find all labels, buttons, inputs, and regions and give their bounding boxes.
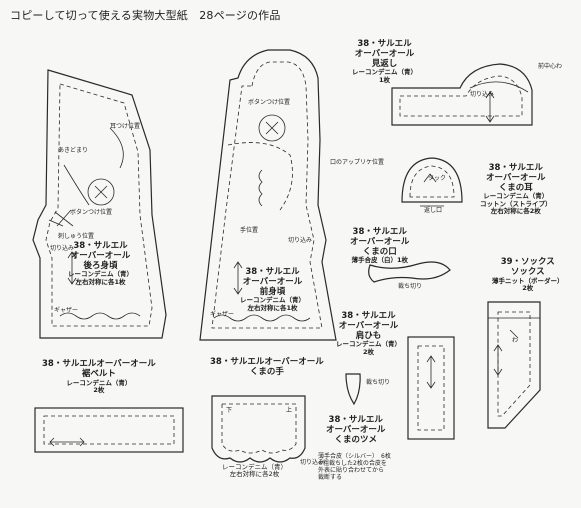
- front-applique: 口のアップリケ位置: [330, 159, 385, 166]
- front-label-1: 38・サルエル: [245, 267, 300, 277]
- nail-note-3: 裁断する: [318, 473, 343, 481]
- strap-qty: 2枚: [362, 347, 375, 356]
- back-button-pos: ボタンつけ位置: [70, 209, 113, 216]
- socks-label-2: ソックス: [510, 266, 545, 277]
- front-label-2: オーバーオール: [242, 276, 303, 287]
- socks-qty: 2枚: [522, 284, 534, 292]
- back-label-2: オーバーオール: [70, 250, 131, 261]
- facing-label-2: オーバーオール: [354, 48, 415, 59]
- nail-label-3: くまのツメ: [334, 434, 377, 445]
- front-fabric: レーコンデニム（青）: [240, 296, 305, 305]
- front-qty: 左右対称に各1枚: [247, 303, 298, 312]
- front-gather: ギャザー: [210, 311, 235, 318]
- nail-note-2: 外表に貼り合わせてから: [318, 466, 385, 474]
- mouth-label-1: 38・サルエル: [352, 227, 407, 237]
- hand-fabric-group: レーコンデニム（青） 左右対称に各2枚: [222, 463, 287, 479]
- back-fabric: レーコンデニム（青）: [68, 270, 133, 279]
- back-embroidery: 刺しゅう位置: [58, 233, 95, 240]
- ear-qty: 左右対称に各2枚: [490, 207, 541, 216]
- back-ear-pos: 耳つけ位置: [110, 123, 141, 130]
- socks-label-1: 39・ソックス: [500, 257, 555, 267]
- facing-qty: 1枚: [378, 75, 391, 84]
- facing-label-3: 見返し: [371, 58, 398, 69]
- front-cut: 切り込み: [288, 237, 313, 244]
- nail-label-2: オーバーオール: [326, 424, 386, 435]
- ear-label-3: くまの耳: [498, 182, 533, 193]
- mouth-label-2: オーバーオール: [350, 236, 410, 247]
- socks-fabric: 薄手ニット（ボーダー）: [492, 276, 564, 285]
- nail-notes: 薄手合皮（シルバー） 6枚 ※粗裁ちした2枚の合皮を 外表に貼り合わせてから 裁…: [318, 453, 391, 482]
- mouth-label-group: 38・サルエル オーバーオール くまの口 薄手合皮（白）1枚: [350, 227, 410, 265]
- socks-wa: わ: [512, 337, 519, 344]
- socks-outline: [487, 301, 541, 429]
- mouth-fabric: 薄手合皮（白）1枚: [351, 256, 408, 265]
- mouth-outline: [368, 261, 451, 283]
- ear-opening: 返し口: [424, 207, 443, 214]
- belt-label-2: 裾ベルト: [81, 368, 116, 379]
- hand-label-group: 38・サルエルオーバーオール くまの手: [210, 357, 324, 378]
- belt-fabric: レーコンデニム（青）: [66, 378, 132, 387]
- strap-label-2: オーバーオール: [338, 320, 399, 331]
- back-cut: 切り込み: [50, 245, 75, 252]
- nail-label-group: 38・サルエル オーバーオール くまのツメ: [326, 415, 386, 445]
- nail-cut: 裁ち切り: [366, 379, 391, 386]
- ear-fabric2: コットン（ストライプ）: [480, 199, 552, 208]
- socks-label-group: 39・ソックス ソックス 薄手ニット（ボーダー） 2枚: [492, 257, 564, 292]
- hand-label-1: 38・サルエルオーバーオール: [210, 357, 324, 367]
- back-label-1: 38・サルエル: [73, 241, 128, 251]
- belt-qty: 2枚: [93, 386, 105, 394]
- strap-label-1: 38・サルエル: [341, 311, 396, 321]
- back-gather: ギャザー: [54, 307, 79, 314]
- hand-label-2: くまの手: [249, 366, 284, 377]
- ear-label-1: 38・サルエル: [488, 163, 543, 173]
- back-bodice-outline: [32, 69, 167, 339]
- back-qty: 左右対称に各1枚: [75, 277, 126, 286]
- ear-fabric: レーコンデニム（青）: [483, 192, 549, 201]
- front-bodice-outline: [199, 49, 337, 341]
- belt-label-group: 38・サルエルオーバーオール 裾ベルト レーコンデニム（青） 2枚: [42, 359, 156, 394]
- front-label-3: 前身頃: [259, 286, 286, 297]
- strap-fabric: レーコンデニム（青）: [336, 340, 401, 349]
- nail-fabric: 薄手合皮（シルバー） 6枚: [318, 453, 391, 460]
- facing-label-group: 38・サルエル オーバーオール 見返し レーコンデニム（青） 1枚: [352, 39, 417, 84]
- mouth-label-3: くまの口: [362, 246, 397, 257]
- ear-label-group: 38・サルエル オーバーオール くまの耳 レーコンデニム（青） コットン（ストラ…: [480, 163, 552, 216]
- nail-label-1: 38・サルエル: [328, 415, 383, 425]
- hand-qty: 左右対称に各2枚: [229, 470, 280, 479]
- ear-outline: [401, 157, 463, 207]
- hand-outline: [211, 395, 306, 463]
- front-handle-pos: 手位置: [240, 227, 259, 234]
- facing-cut: 切り込み: [470, 91, 495, 98]
- strap-outline: [407, 336, 455, 440]
- page-title: コピーして切って使える実物大型紙 28ページの作品: [10, 9, 281, 22]
- ear-label-2: オーバーオール: [486, 172, 546, 183]
- strap-label-3: 肩ひも: [355, 330, 382, 341]
- hand-down: 下: [226, 407, 233, 414]
- back-label-3: 後ろ身頃: [83, 260, 118, 271]
- hand-fabric: レーコンデニム（青）: [222, 463, 287, 471]
- hand-up: 上: [286, 407, 293, 414]
- belt-label-1: 38・サルエルオーバーオール: [42, 359, 156, 369]
- mouth-cut: 裁ち切り: [398, 283, 423, 290]
- nail-outline: [345, 373, 361, 406]
- facing-label-1: 38・サルエル: [357, 39, 412, 49]
- facing-outline: [391, 63, 533, 126]
- back-label-group: 38・サルエル オーバーオール 後ろ身頃 レーコンデニム（青） 左右対称に各1枚: [68, 241, 133, 286]
- ear-tuck: タック: [428, 175, 447, 182]
- facing-center: 前中心わ: [538, 63, 563, 70]
- belt-outline: [34, 407, 184, 453]
- hand-cut: 切り込み: [300, 459, 325, 466]
- front-label-group: 38・サルエル オーバーオール 前身頃 レーコンデニム（青） 左右対称に各1枚: [240, 267, 305, 312]
- nail-note-1: ※粗裁ちした2枚の合皮を: [318, 459, 387, 467]
- facing-fabric: レーコンデニム（青）: [352, 68, 417, 77]
- back-stitch-end: あきどまり: [58, 147, 89, 154]
- strap-label-group: 38・サルエル オーバーオール 肩ひも レーコンデニム（青） 2枚: [336, 311, 401, 356]
- front-button-pos: ボタンつけ位置: [248, 99, 291, 106]
